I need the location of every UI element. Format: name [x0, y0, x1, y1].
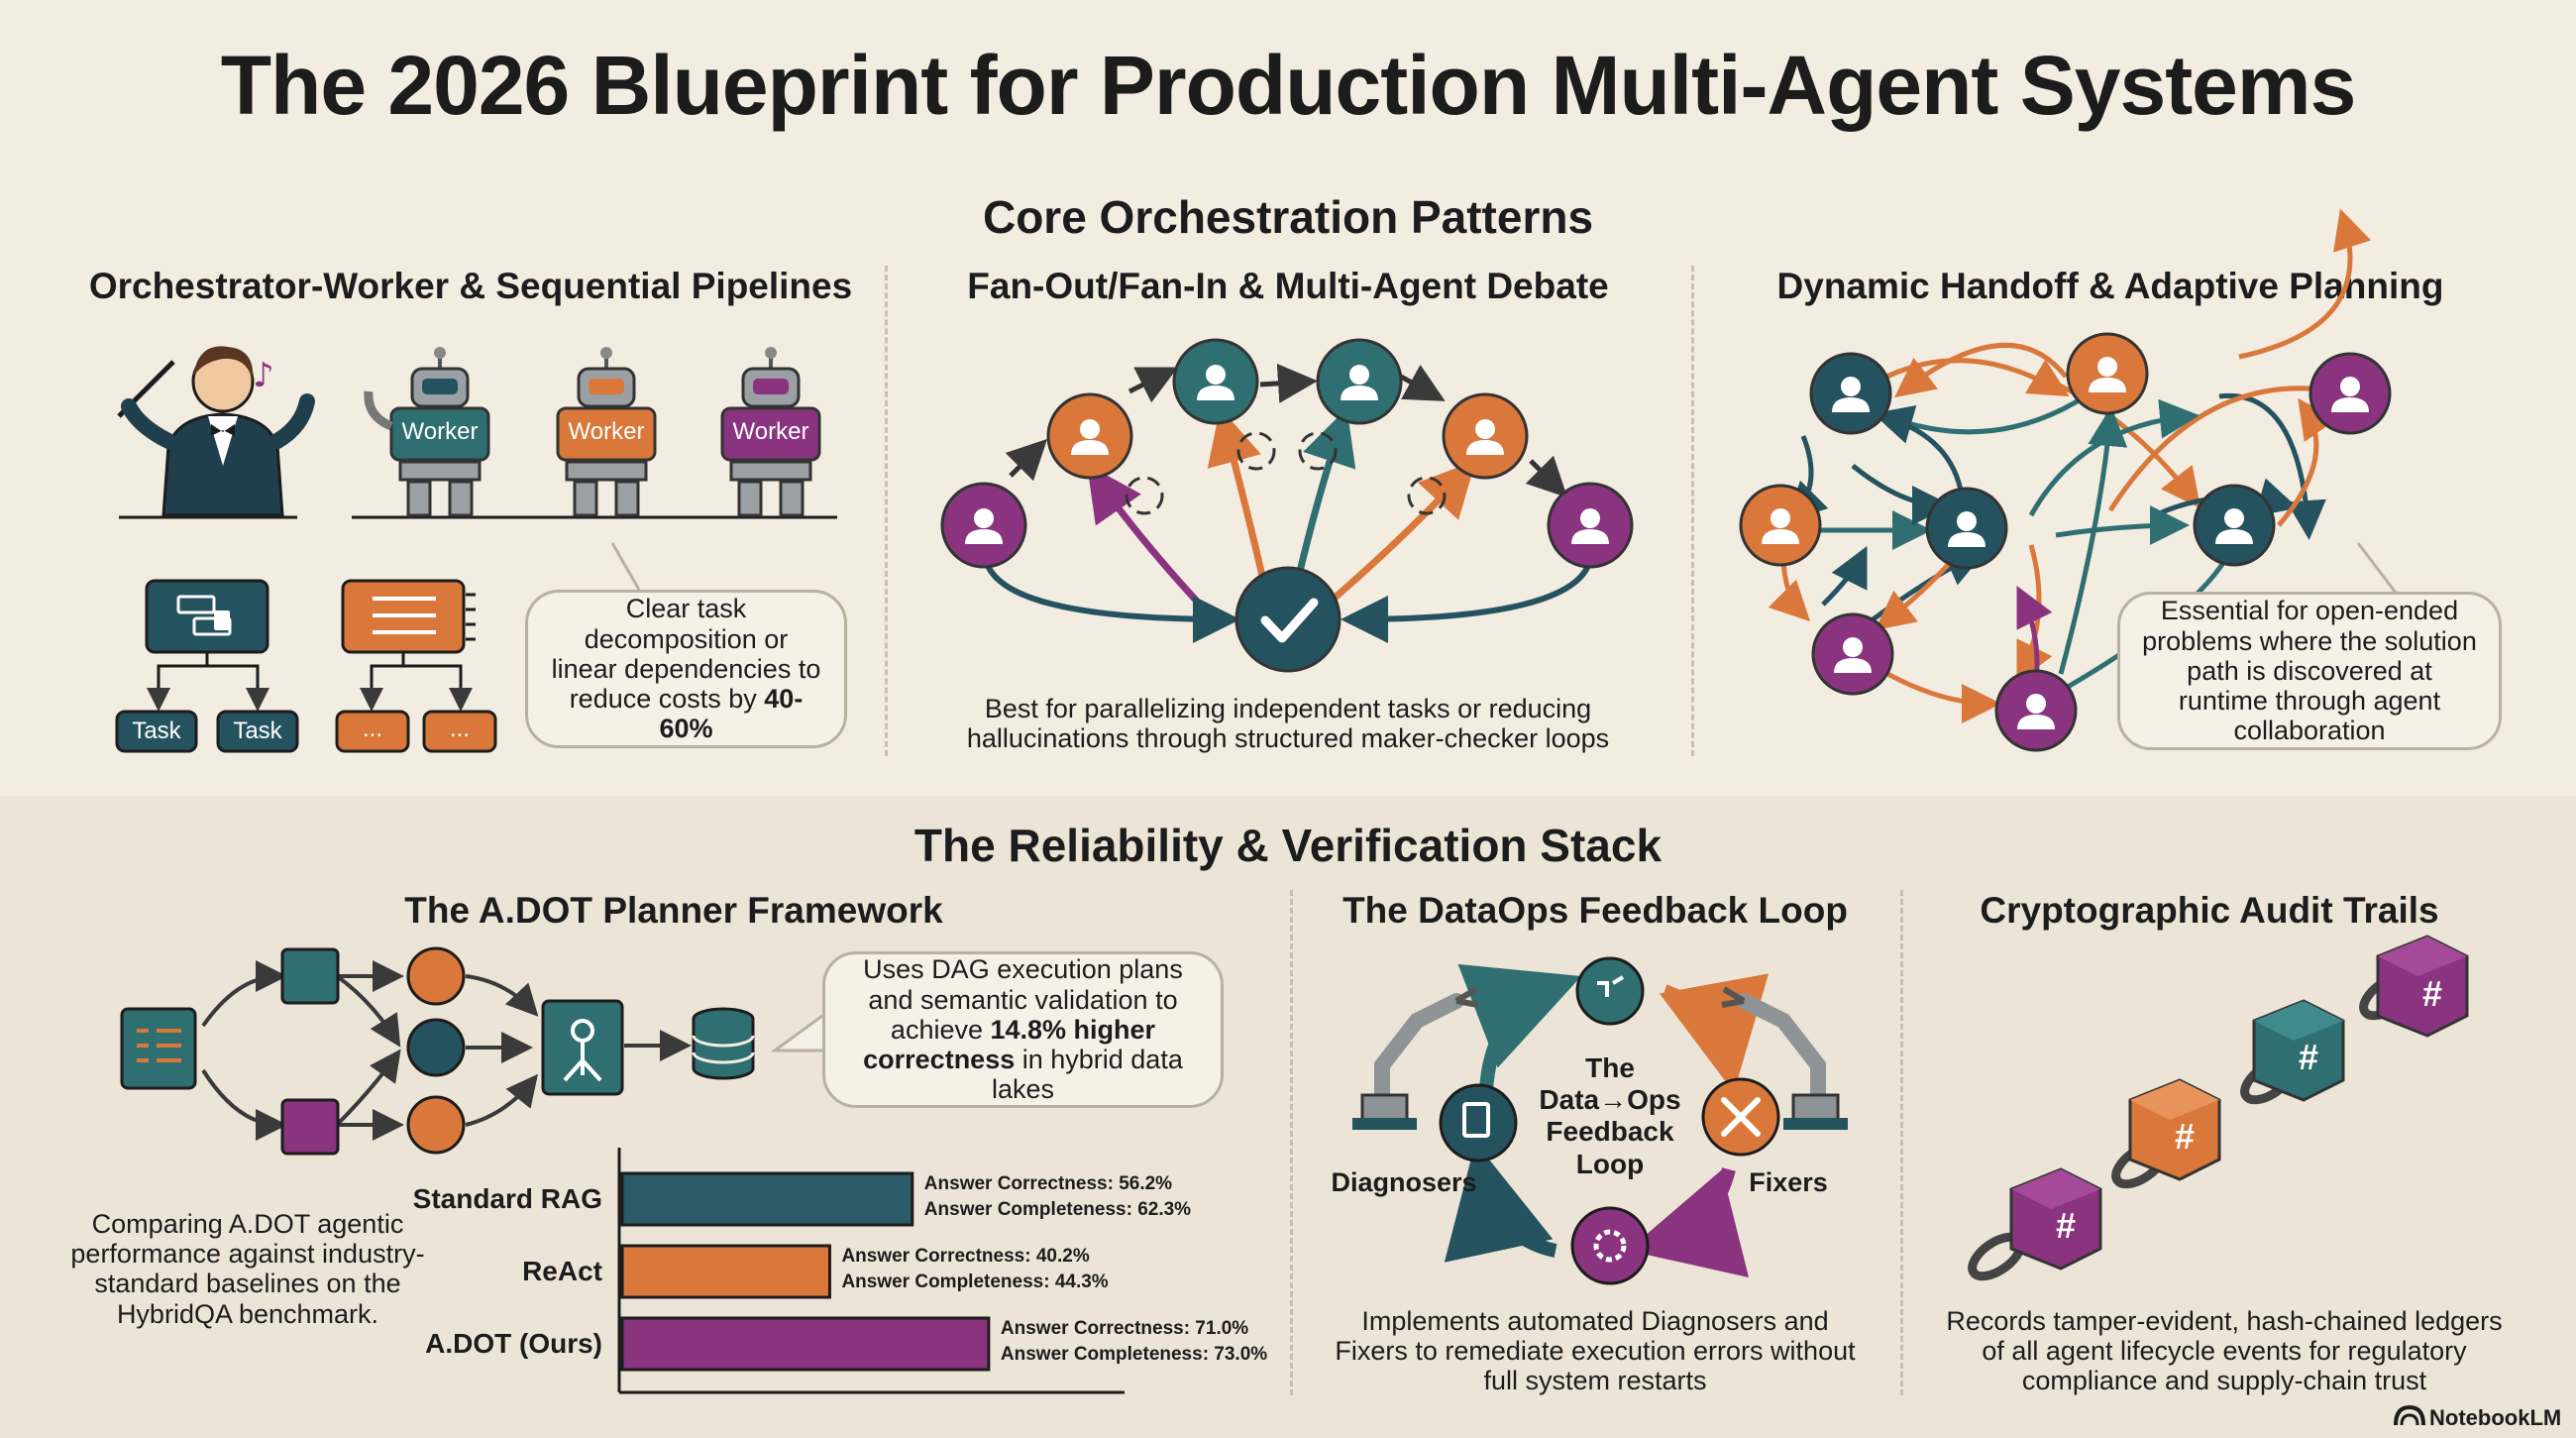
col-handoff-heading: Dynamic Handoff & Adaptive Planning — [1776, 266, 2444, 306]
bar-chart-axes — [617, 1148, 1125, 1394]
divider-1 — [885, 266, 888, 756]
bar-chart-bars — [620, 1171, 991, 1372]
worker-label-2: Worker — [568, 418, 645, 445]
page-title: The 2026 Blueprint for Production Multi-… — [220, 39, 2357, 132]
fixers-label: Fixers — [1749, 1167, 1828, 1197]
dataops-loop — [1352, 956, 1848, 1285]
task-tree-1 — [115, 579, 299, 753]
bar-1 — [620, 1244, 831, 1299]
svg-text:♪: ♪ — [253, 356, 274, 395]
notebooklm-brand: NotebookLM — [2429, 1405, 2562, 1430]
bar-value-note: Answer Correctness: 40.2% Answer Complete… — [841, 1244, 1108, 1294]
dataops-center-label: The Data→Ops Feedback Loop — [1539, 1052, 1681, 1179]
bar-value-note: Answer Correctness: 71.0% Answer Complete… — [1001, 1316, 1267, 1367]
bar-value-line: Answer Completeness: 44.3% — [841, 1271, 1109, 1292]
dots-label-2: ... — [449, 716, 470, 742]
divider-2 — [1691, 266, 1694, 756]
hash-block-3: # — [2298, 1037, 2319, 1077]
worker-label-3: Worker — [732, 418, 809, 445]
task-tree-2 — [335, 579, 497, 753]
bar-value-line: Answer Correctness: 56.2% — [923, 1173, 1173, 1194]
orchestrator-bubble-text: Clear task decomposition or linear depen… — [551, 594, 821, 715]
hash-block-1: # — [2055, 1205, 2077, 1246]
handoff-bubble: Essential for open-ended problems where … — [2117, 592, 2502, 750]
fanout-caption: Best for parallelizing independent tasks… — [966, 694, 1610, 754]
audit-heading: Cryptographic Audit Trails — [1980, 890, 2439, 931]
bar-category-label: Standard RAG — [412, 1183, 602, 1214]
adot-bubble: Uses DAG execution plans and semantic va… — [822, 951, 1224, 1108]
adot-bubble-suffix: in hybrid data lakes — [991, 1045, 1183, 1105]
col-orchestrator-heading: Orchestrator-Worker & Sequential Pipelin… — [88, 266, 853, 306]
adot-dag — [120, 946, 755, 1156]
robot-worker-2 — [556, 347, 657, 517]
bar-value-line: Answer Completeness: 62.3% — [923, 1198, 1192, 1220]
audit-caption: Records tamper-evident, hash-chained led… — [1946, 1306, 2503, 1396]
diagnosers-label: Diagnosers — [1331, 1167, 1477, 1197]
bubble-tail-3 — [2356, 542, 2398, 594]
reliability-section-heading: The Reliability & Verification Stack — [913, 820, 1663, 871]
core-section-heading: Core Orchestration Patterns — [982, 191, 1594, 243]
orchestrator-bubble: Clear task decomposition or linear depen… — [525, 590, 847, 748]
bar-value-line: Answer Correctness: 40.2% — [841, 1246, 1090, 1267]
robot-worker-3 — [720, 347, 821, 517]
adot-caption: Comparing A.DOT agentic performance agai… — [70, 1209, 425, 1329]
divider-4 — [1900, 890, 1903, 1395]
dataops-caption: Implements automated Diagnosers and Fixe… — [1335, 1306, 1856, 1396]
audit-chain — [1968, 935, 2469, 1281]
fanout-diagram — [940, 338, 1634, 673]
col-fanout-heading: Fan-Out/Fan-In & Multi-Agent Debate — [967, 266, 1609, 306]
dataops-heading: The DataOps Feedback Loop — [1342, 890, 1848, 931]
bar-value-line: Answer Correctness: 71.0% — [1000, 1318, 1249, 1339]
adot-bubble-highlight: 14.8% higher correctness — [863, 1014, 1156, 1075]
dots-label-1: ... — [362, 716, 382, 742]
bar-category-label: A.DOT (Ours) — [425, 1328, 602, 1359]
bubble-tail-1 — [610, 542, 641, 591]
bar-category-label: ReAct — [522, 1256, 602, 1286]
conductor-illustration: ♪ — [117, 346, 315, 519]
orchestrator-bubble-highlight: 40-60% — [659, 684, 804, 744]
handoff-network — [1739, 208, 2392, 752]
bar-value-note: Answer Correctness: 56.2% Answer Complete… — [924, 1171, 1191, 1222]
hash-block-4: # — [2421, 973, 2443, 1014]
bar-2 — [620, 1316, 991, 1372]
task-label-1: Task — [132, 718, 181, 744]
worker-label-1: Worker — [401, 418, 479, 445]
adot-bubble-text: Uses DAG execution plans and semantic va… — [863, 954, 1183, 1045]
divider-3 — [1290, 890, 1293, 1395]
adot-heading: The A.DOT Planner Framework — [404, 890, 943, 931]
robot-worker-1 — [364, 347, 490, 517]
task-label-2: Task — [233, 718, 282, 744]
notebooklm-logo-icon — [2394, 1404, 2425, 1426]
bar-0 — [620, 1171, 914, 1227]
bubble-tail-adot — [770, 1014, 827, 1052]
bar-value-line: Answer Completeness: 73.0% — [1000, 1343, 1268, 1365]
hash-block-2: # — [2174, 1116, 2196, 1157]
